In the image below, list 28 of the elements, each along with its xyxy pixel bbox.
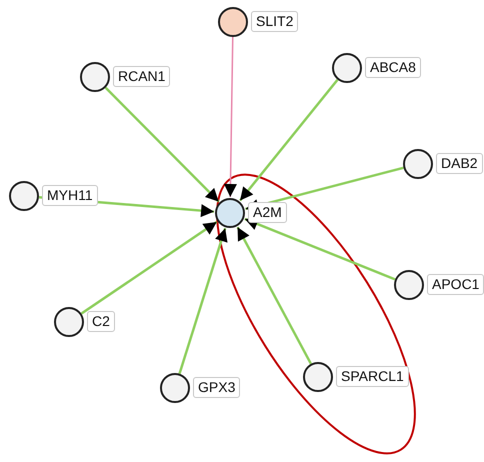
gene-label: SLIT2: [251, 11, 298, 32]
gene-label: MYH11: [42, 185, 98, 206]
gene-node-circle: [54, 307, 84, 337]
gene-label: GPX3: [193, 377, 240, 398]
gene-node-circle: [332, 53, 362, 83]
gene-label: C2: [87, 311, 115, 332]
gene-node-circle: [160, 373, 190, 403]
gene-label: APOC1: [427, 274, 484, 295]
arrow: [236, 226, 312, 364]
gene-node-circle: [218, 7, 248, 37]
gene-node-circle: [80, 62, 110, 92]
gene-node-circle: [403, 149, 433, 179]
arrow: [104, 86, 220, 203]
arrow: [245, 166, 404, 212]
gene-label: DAB2: [436, 153, 483, 174]
arrow: [239, 78, 339, 202]
arrow: [178, 228, 228, 374]
gene-node-circle: [9, 181, 39, 211]
arrow: [80, 220, 218, 315]
gene-node-circle: [394, 270, 424, 300]
gene-label: ABCA8: [365, 57, 421, 78]
gene-label: SPARCL1: [336, 366, 409, 387]
gene-label: RCAN1: [113, 66, 170, 87]
gene-node-circle: [303, 362, 333, 392]
gene-node-circle: [215, 198, 245, 228]
gene-label: A2M: [248, 202, 287, 223]
arrow: [224, 36, 237, 198]
arrow: [244, 218, 396, 281]
